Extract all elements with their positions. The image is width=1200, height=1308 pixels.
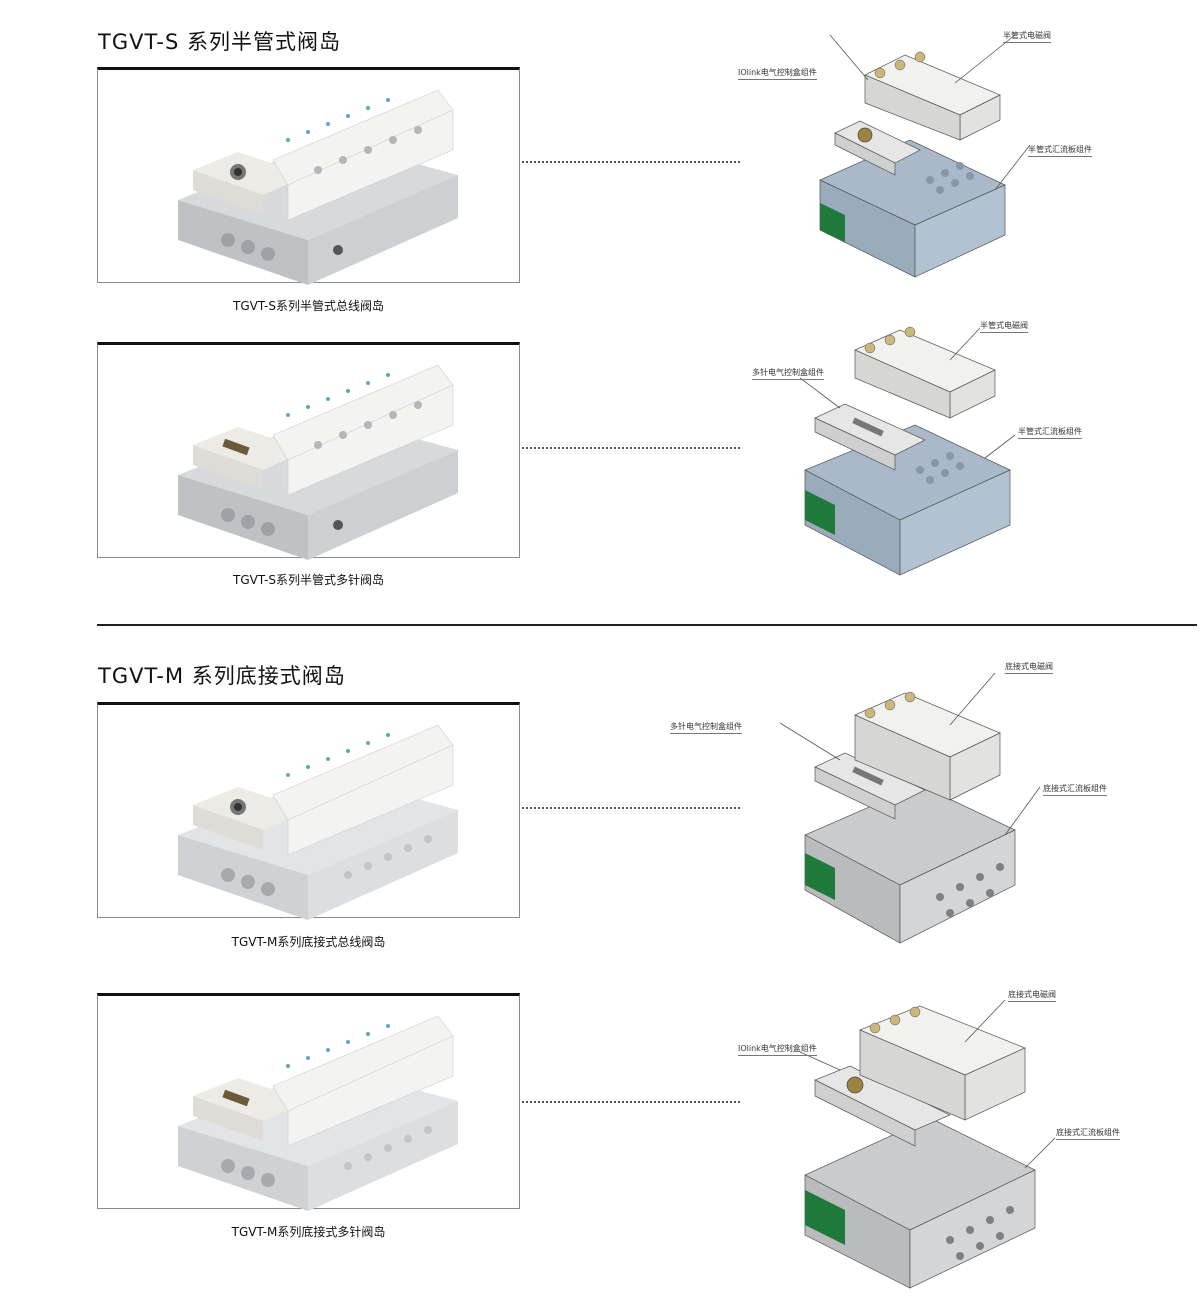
callout-valve: 底接式电磁阀	[1008, 989, 1056, 1002]
connector-dotted-line	[522, 447, 740, 449]
callout-manifold: 底接式汇流板组件	[1056, 1127, 1120, 1140]
connector-dotted-line	[522, 161, 740, 163]
callout-control-box: IOlink电气控制盒组件	[738, 1043, 817, 1056]
section-divider	[97, 624, 1197, 626]
valve-island-photo	[178, 364, 458, 560]
callout-manifold: 底接式汇流板组件	[1043, 783, 1107, 796]
product-caption: TGVT-M系列底接式多针阀岛	[231, 1225, 386, 1239]
product-caption: TGVT-S系列半管式总线阀岛	[232, 299, 384, 313]
product-photo-frame	[97, 342, 520, 560]
callout-control-box: IOlink电气控制盒组件	[738, 67, 817, 80]
valve-island-photo	[178, 89, 458, 285]
section-title-m: TGVT-M 系列底接式阀岛	[98, 664, 346, 688]
product-photo-frame	[97, 993, 520, 1211]
valve-island-photo	[178, 724, 458, 920]
exploded-diagram	[799, 326, 1016, 576]
connector-dotted-line	[522, 1101, 740, 1103]
valve-island-photo	[178, 1015, 458, 1211]
exploded-diagram	[799, 999, 1056, 1289]
connector-dotted-line	[522, 807, 740, 809]
callout-manifold: 半管式汇流板组件	[1028, 144, 1092, 157]
product-photo-frame	[97, 67, 520, 285]
product-caption: TGVT-S系列半管式多针阀岛	[232, 573, 384, 587]
exploded-diagram	[819, 34, 1031, 278]
product-photo-frame	[97, 702, 520, 920]
callout-valve: 半管式电磁阀	[1003, 30, 1051, 43]
callout-control-box: 多针电气控制盒组件	[752, 367, 824, 380]
callout-control-box: 多针电气控制盒组件	[670, 721, 742, 734]
callout-valve: 底接式电磁阀	[1005, 661, 1053, 674]
exploded-diagram	[779, 672, 1041, 944]
section-title-s: TGVT-S 系列半管式阀岛	[98, 30, 341, 54]
callout-valve: 半管式电磁阀	[980, 320, 1028, 333]
product-caption: TGVT-M系列底接式总线阀岛	[231, 935, 386, 949]
callout-manifold: 半管式汇流板组件	[1018, 426, 1082, 439]
